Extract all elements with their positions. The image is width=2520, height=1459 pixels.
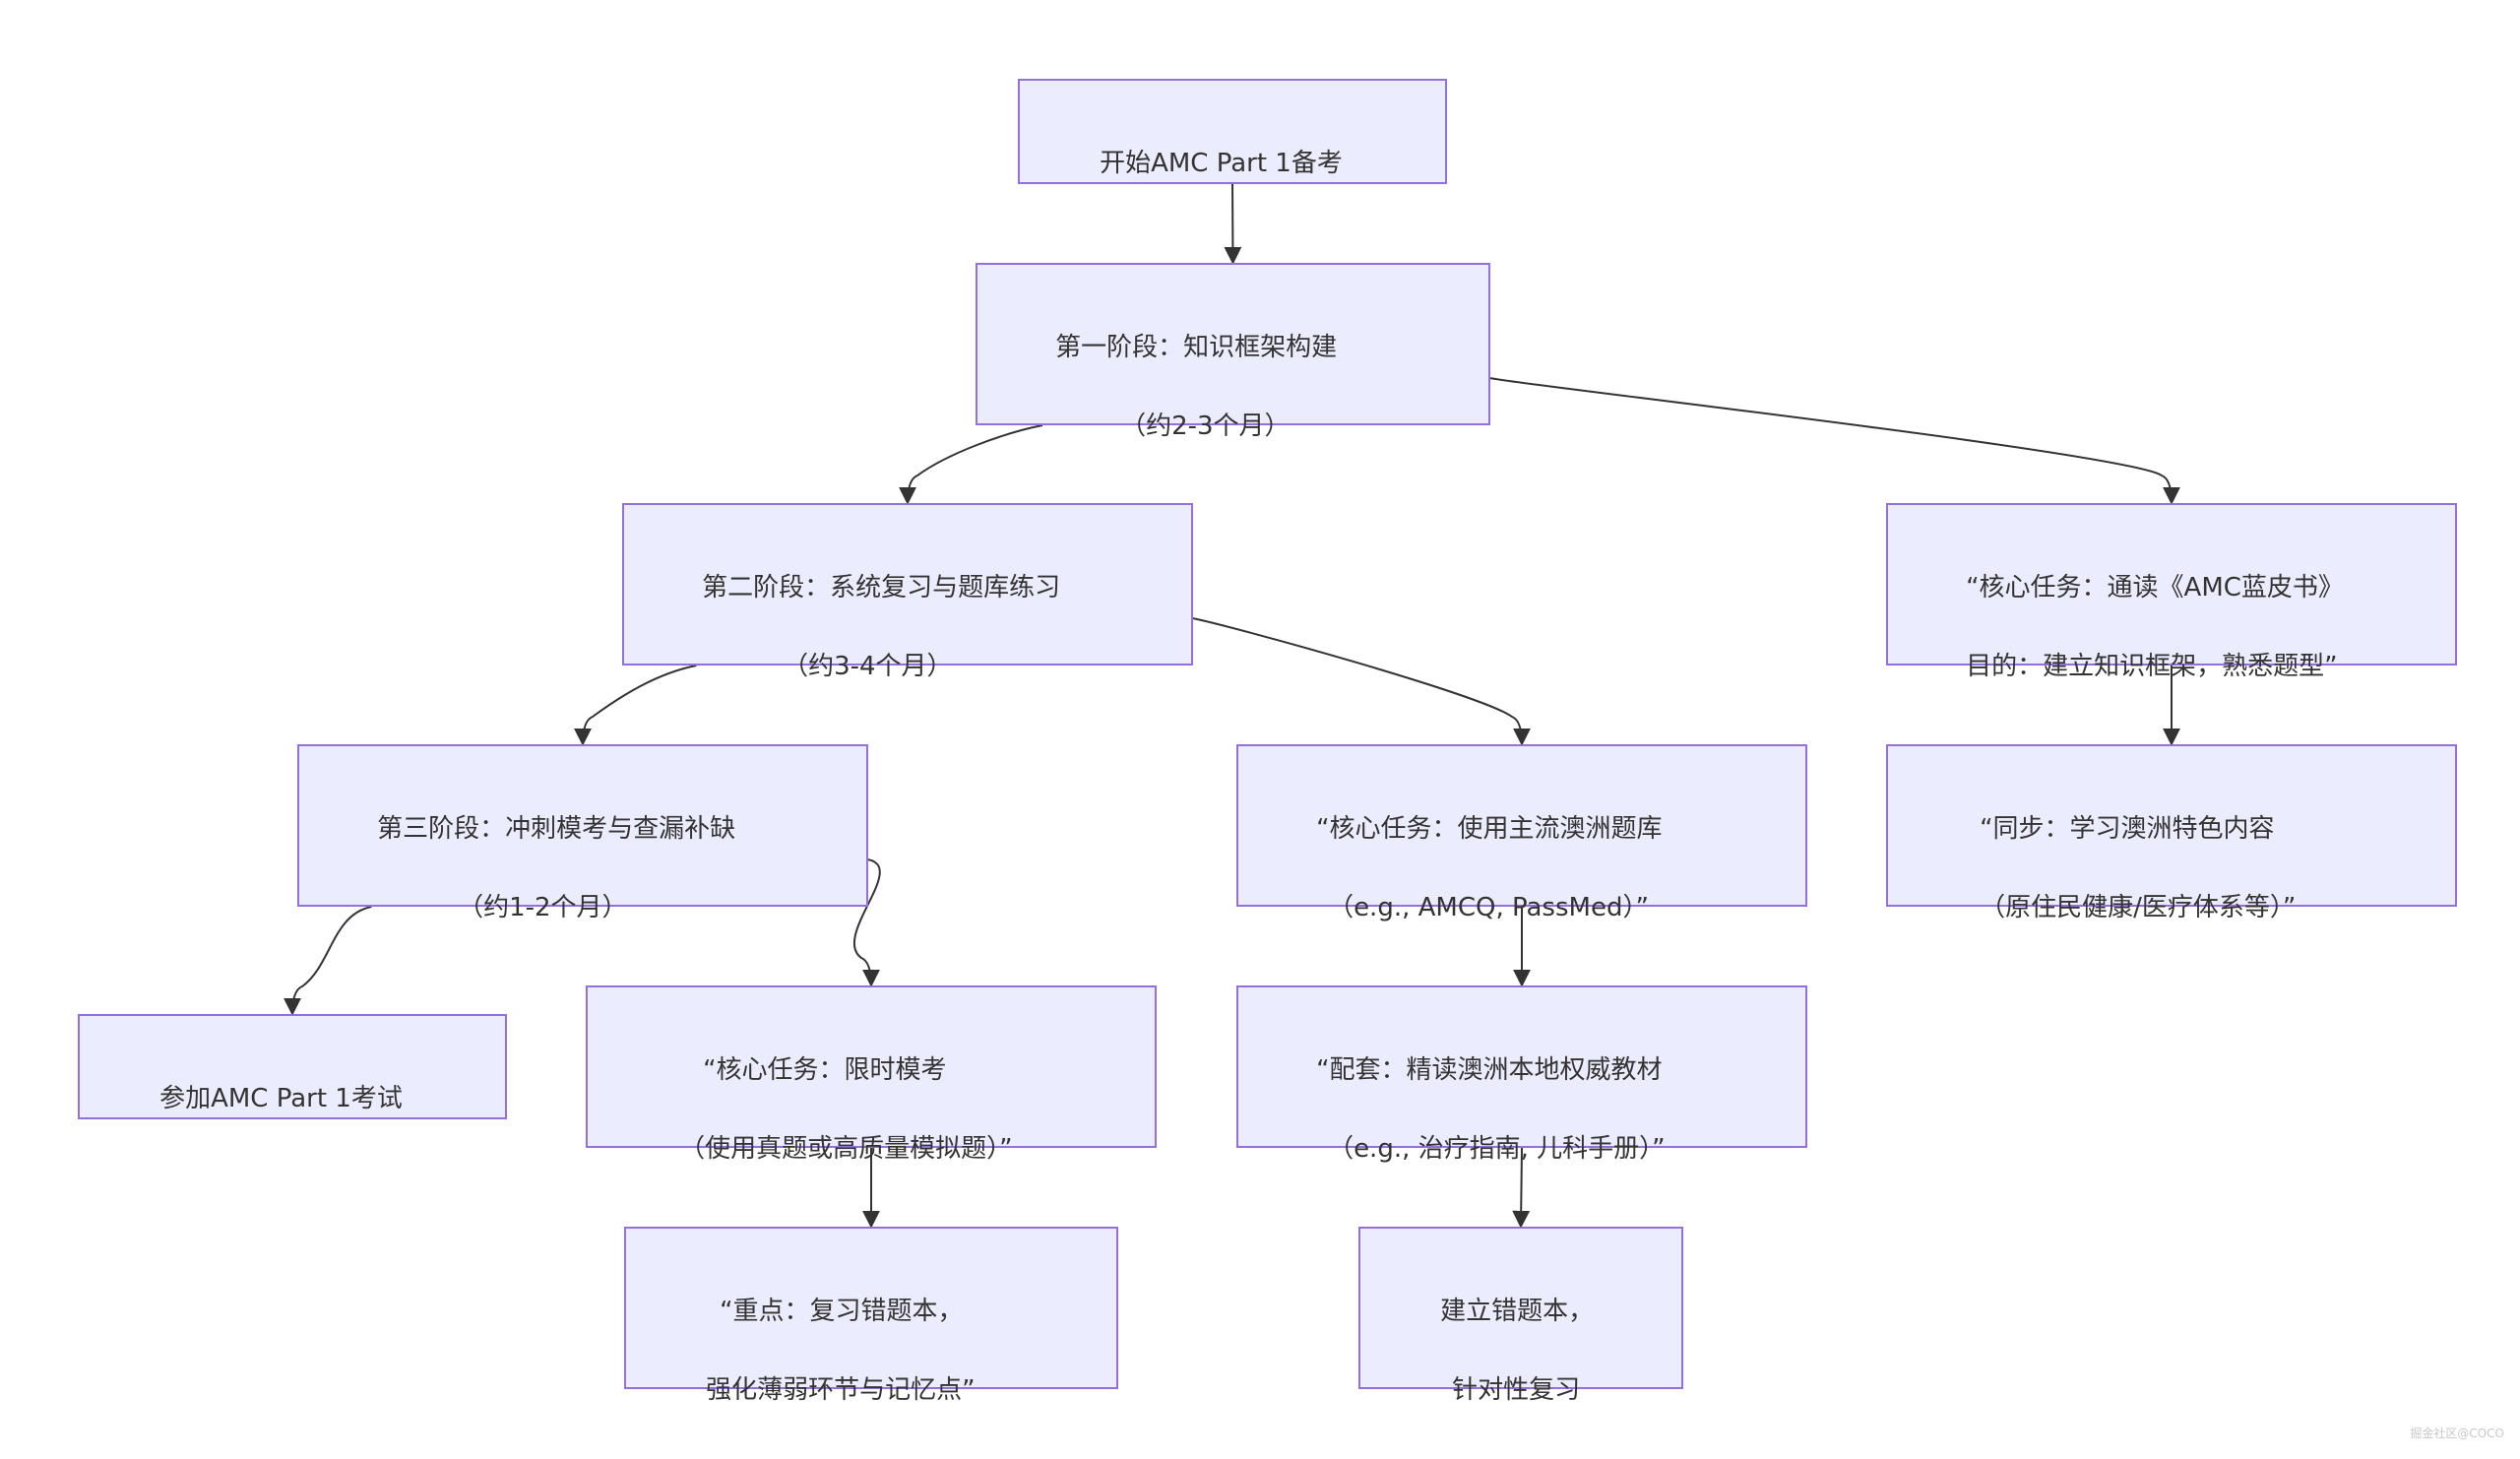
node-exam-text: 参加AMC Part 1考试 <box>127 1040 403 1158</box>
line: “配套：精读澳洲本地权威教材 <box>1316 1055 1663 1085</box>
line: “同步：学习澳洲特色内容 <box>1980 814 2275 844</box>
line: 第三阶段：冲刺模考与查漏补缺 <box>377 814 736 844</box>
edge-stage1-to-stage2 <box>899 424 1043 505</box>
line: “重点：复习错题本， <box>720 1297 964 1326</box>
line: 建立错题本， <box>1440 1297 1595 1326</box>
line: （e.g., AMCQ, PassMed）” <box>1328 893 1649 922</box>
node-stage2: 第二阶段：系统复习与题库练习 （约3-4个月） <box>622 503 1193 681</box>
edge-stage2-to-task2 <box>1192 617 1531 746</box>
node-stage3: 第三阶段：冲刺模考与查漏补缺 （约1-2个月） <box>297 744 868 922</box>
edge-support-to-errbook <box>1512 1147 1531 1229</box>
node-focus-text: “重点：复习错题本， 强化薄弱环节与记忆点” <box>673 1252 976 1449</box>
line: 强化薄弱环节与记忆点” <box>706 1375 976 1405</box>
node-stage3-text: 第三阶段：冲刺模考与查漏补缺 （约1-2个月） <box>345 770 735 967</box>
node-task1-text: “核心任务：通读《AMC蓝皮书》 目的：建立知识框架，熟悉题型” <box>1933 529 2344 726</box>
edge-stage2-to-stage3 <box>574 665 697 746</box>
node-task2-text: “核心任务：使用主流澳洲题库 （e.g., AMCQ, PassMed）” <box>1284 770 1663 967</box>
node-task3: “核心任务：限时模考 （使用真题或高质量模拟题）” <box>586 985 1157 1164</box>
node-stage1-text: 第一阶段：知识框架构建 （约2-3个月） <box>1023 288 1337 485</box>
line: （原住民健康/医疗体系等）” <box>1980 893 2297 922</box>
node-task1: “核心任务：通读《AMC蓝皮书》 目的：建立知识框架，熟悉题型” <box>1886 503 2457 681</box>
edge-stage3-to-task3 <box>853 858 881 987</box>
line: 目的：建立知识框架，熟悉题型” <box>1966 652 2338 681</box>
node-errbook: 建立错题本， 针对性复习 <box>1358 1227 1683 1405</box>
line: 针对性复习 <box>1452 1375 1581 1405</box>
line: “核心任务：限时模考 <box>703 1055 947 1085</box>
line: 参加AMC Part 1考试 <box>159 1084 403 1113</box>
line: （使用真题或高质量模拟题）” <box>679 1134 1013 1164</box>
line: 开始AMC Part 1备考 <box>1100 149 1343 178</box>
node-errbook-text: 建立错题本， 针对性复习 <box>1408 1252 1594 1449</box>
edge-start-to-stage1 <box>1224 183 1242 265</box>
line: （约1-2个月） <box>458 893 628 922</box>
node-focus: “重点：复习错题本， 强化薄弱环节与记忆点” <box>624 1227 1118 1405</box>
line: “核心任务：使用主流澳洲题库 <box>1316 814 1663 844</box>
node-stage2-text: 第二阶段：系统复习与题库练习 （约3-4个月） <box>669 529 1060 726</box>
node-sync-text: “同步：学习澳洲特色内容 （原住民健康/医疗体系等）” <box>1947 770 2296 967</box>
line: （e.g., 治疗指南, 儿科手册）” <box>1328 1134 1666 1164</box>
edge-stage3-to-exam <box>284 906 372 1016</box>
line: “核心任务：通读《AMC蓝皮书》 <box>1966 573 2344 603</box>
node-exam: 参加AMC Part 1考试 <box>78 1014 507 1119</box>
node-task2: “核心任务：使用主流澳洲题库 （e.g., AMCQ, PassMed）” <box>1236 744 1807 922</box>
line: 第二阶段：系统复习与题库练习 <box>702 573 1061 603</box>
line: （约2-3个月） <box>1120 412 1291 441</box>
node-task3-text: “核心任务：限时模考 （使用真题或高质量模拟题）” <box>647 1011 1013 1208</box>
line: 第一阶段：知识框架构建 <box>1055 333 1338 362</box>
node-stage1: 第一阶段：知识框架构建 （约2-3个月） <box>976 263 1490 441</box>
node-sync: “同步：学习澳洲特色内容 （原住民健康/医疗体系等）” <box>1886 744 2457 922</box>
node-support: “配套：精读澳洲本地权威教材 （e.g., 治疗指南, 儿科手册）” <box>1236 985 1807 1164</box>
node-support-text: “配套：精读澳洲本地权威教材 （e.g., 治疗指南, 儿科手册）” <box>1284 1011 1666 1208</box>
line: （约3-4个月） <box>783 652 953 681</box>
node-start: 开始AMC Part 1备考 <box>1018 79 1447 184</box>
edge-stage1-to-task1 <box>1489 377 2180 505</box>
watermark: 掘金社区@COCO <box>2410 1427 2504 1440</box>
node-start-text: 开始AMC Part 1备考 <box>1067 104 1343 222</box>
